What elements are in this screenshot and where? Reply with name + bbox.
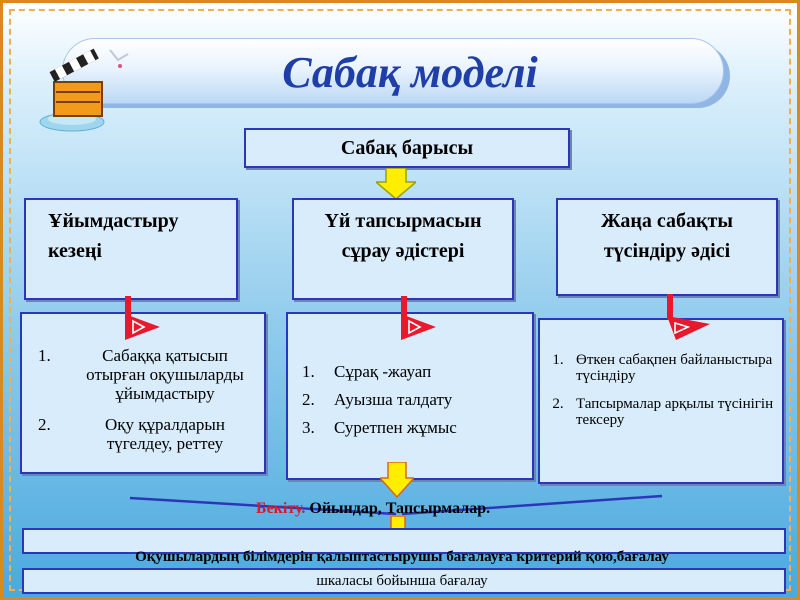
- list-item-text: Сабаққа қатысып отырған оқушыларды ұйымд…: [86, 346, 244, 403]
- list-item: 2. Оқу құралдарын түгелдеу, реттеу: [38, 415, 256, 453]
- column-1-header-line1: Ұйымдастыру: [48, 210, 179, 232]
- column-1-header: Ұйымдастыру кезеңі: [24, 198, 238, 300]
- list-item-number: 2.: [302, 390, 315, 409]
- assessment-box-bottom: [22, 568, 786, 594]
- slide-title: Сабақ моделі: [282, 48, 538, 97]
- red-play-arrow-icon: [125, 296, 160, 340]
- column-3-header: Жаңа сабақты түсіндіру әдісі: [556, 198, 778, 296]
- list-item-text: Оқу құралдарын түгелдеу, реттеу: [105, 415, 225, 453]
- column-3-header-line1: Жаңа сабақты: [601, 210, 733, 232]
- consolidation-text: Бекіту. Ойындар, Тапсырмалар.: [256, 500, 490, 518]
- red-play-arrow-icon: [667, 294, 710, 340]
- list-item-text: Суретпен жұмыс: [334, 418, 457, 437]
- list-item-number: 2.: [552, 396, 564, 412]
- column-1-header-line2: кезеңі: [48, 240, 102, 262]
- consolidation-items: Ойындар, Тапсырмалар.: [309, 500, 491, 517]
- title-bar: [62, 38, 724, 104]
- process-box: Сабақ барысы: [244, 128, 570, 168]
- column-2-header-line2: сұрау әдістері: [341, 240, 465, 262]
- assessment-box: Оқушылардың білімдерін қалыптастырушы ба…: [22, 528, 786, 594]
- assessment-line1: Оқушылардың білімдерін қалыптастырушы ба…: [135, 549, 669, 565]
- list-item-text: Тапсырмалар арқылы түсінігін тексеру: [576, 396, 774, 428]
- column-3-header-line2: түсіндіру әдісі: [603, 240, 731, 262]
- list-item-number: 1.: [302, 362, 315, 381]
- process-label: Сабақ барысы: [340, 137, 474, 159]
- column-1-list-box: 1. Сабаққа қатысып отырған оқушыларды ұй…: [20, 312, 266, 474]
- list-item: 1. Өткен сабақпен байланыстыра түсіндіру: [540, 352, 778, 384]
- column-3-list-box: 1. Өткен сабақпен байланыстыра түсіндіру…: [538, 318, 784, 484]
- column-2-header: Үй тапсырмасын сұрау әдістері: [292, 198, 514, 300]
- list-item-number: 1.: [38, 346, 51, 365]
- list-item-number: 3.: [302, 418, 315, 437]
- list-item-number: 2.: [38, 415, 51, 434]
- list-item: 1. Сұрақ -жауап: [302, 358, 524, 386]
- clapperboard-icon: [39, 48, 129, 132]
- assessment-line2: шкаласы бойынша бағалау: [316, 573, 488, 589]
- list-item: 2. Ауызша талдату: [302, 386, 524, 414]
- list-item-text: Ауызша талдату: [334, 390, 453, 409]
- list-item: 2. Тапсырмалар арқылы түсінігін тексеру: [540, 396, 778, 428]
- red-play-arrow-icon: [401, 296, 436, 340]
- list-item: 1. Сабаққа қатысып отырған оқушыларды ұй…: [38, 346, 256, 403]
- consolidation-label: Бекіту.: [256, 500, 306, 517]
- column-2-header-line1: Үй тапсырмасын: [324, 210, 482, 232]
- yellow-down-arrow-icon: [376, 168, 416, 200]
- assessment-box-top: [22, 528, 786, 554]
- list-item-text: Сұрақ -жауап: [334, 362, 432, 381]
- column-2-list-box: 1. Сұрақ -жауап 2. Ауызша талдату 3. Сур…: [286, 312, 534, 480]
- list-item-text: Өткен сабақпен байланыстыра түсіндіру: [576, 352, 773, 384]
- list-item: 3. Суретпен жұмыс: [302, 414, 524, 442]
- yellow-down-arrow-icon: [380, 462, 414, 498]
- list-item-number: 1.: [552, 352, 564, 368]
